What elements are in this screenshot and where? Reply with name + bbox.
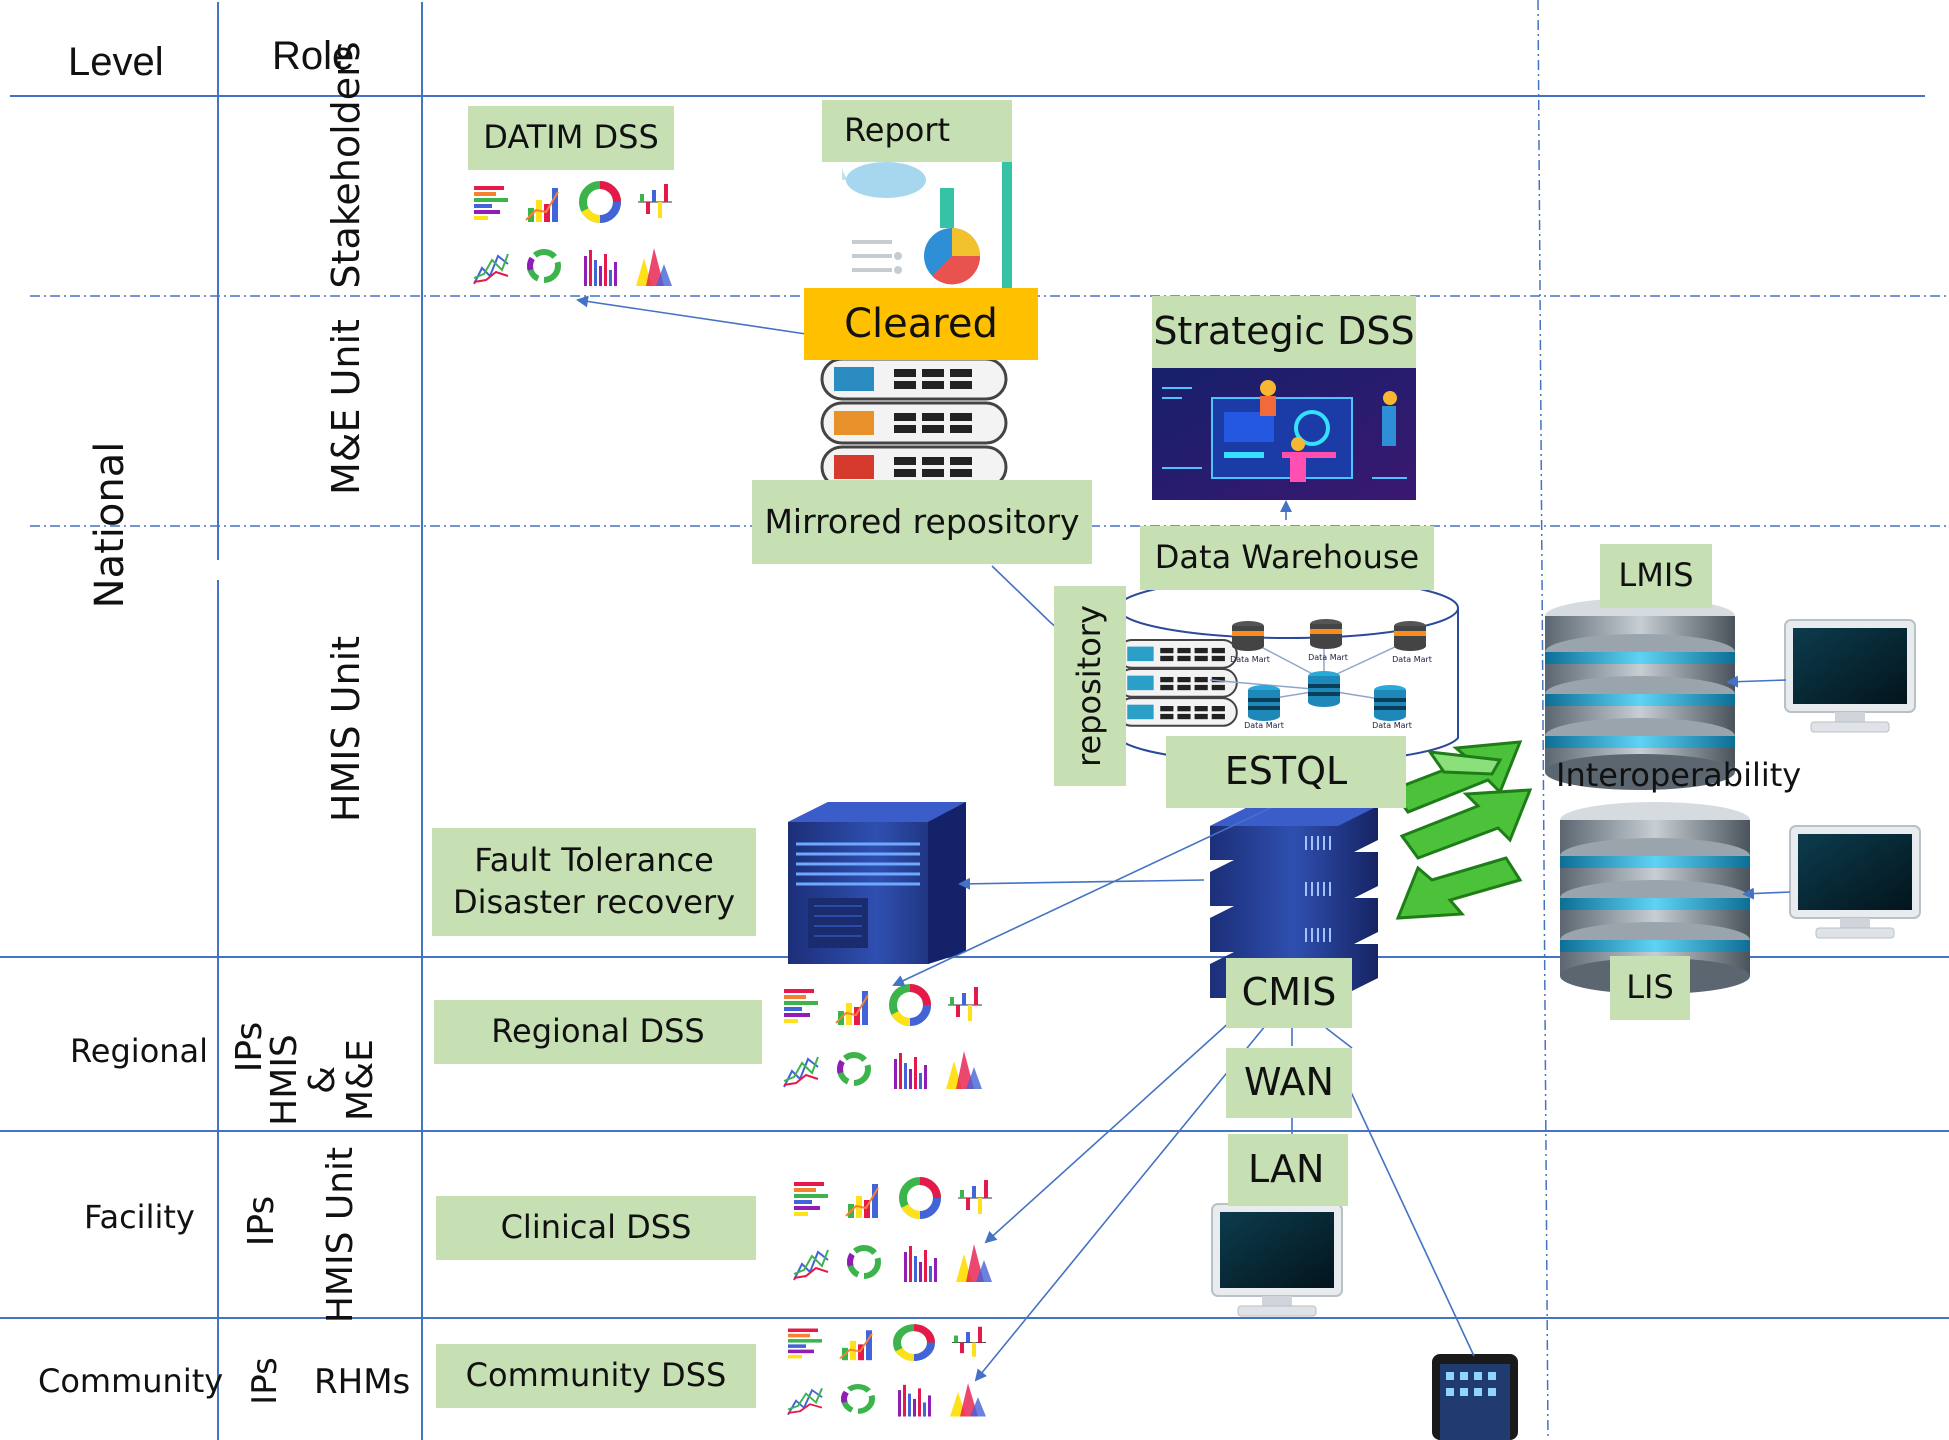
level-regional: Regional [70,1032,209,1070]
level-header: Level [68,40,164,84]
data-warehouse-label[interactable]: Data Warehouse [1140,526,1434,590]
arrow-cmis-to-clinical [984,1019,1233,1244]
dashed-lines [30,0,1949,1440]
cleared-database-icon [820,355,1008,495]
role-stakeholders: Stakeholders [324,41,368,289]
arrow-estql-to-regional [892,794,1299,987]
lmis-label[interactable]: LMIS [1600,544,1712,608]
role-hmis-unit: HMIS Unit [324,635,368,823]
data-mart-label: Data Mart [1230,655,1270,664]
fault-tolerance-line2: Disaster recovery [452,883,736,921]
level-national: National [87,441,133,609]
lan-monitor-icon [1211,1203,1343,1317]
data-mart-label: Data Mart [1308,653,1348,662]
data-mart-label: Data Mart [1372,721,1412,730]
line-cmis-to-tablet [1325,1027,1353,1049]
arrow-cleared-to-datim [576,295,807,335]
level-facility: Facility [84,1198,195,1236]
repository-label[interactable]: repository [1054,586,1126,786]
interop-col-line [1537,0,1549,1440]
clinical-dss-label[interactable]: Clinical DSS [436,1196,756,1260]
arrow-monitor-to-lmis [1726,675,1787,688]
tablet-icon [1432,1354,1518,1440]
role-rhms: RHMs [314,1362,411,1402]
community-dashboard-thumbnails-icon [786,1325,986,1417]
level-community: Community [38,1362,224,1400]
mirrored-repository-label[interactable]: Mirrored repository [752,480,1092,564]
role-me-unit: M&E Unit [324,319,368,495]
analytics-illustration-icon [1152,368,1416,500]
clinical-dashboard-thumbnails-icon [792,1178,992,1282]
role-header: Role [272,34,355,78]
role-ips-community: IPs [245,1357,285,1405]
datim-dashboard-thumbnails-icon [472,182,672,286]
role-hmis-me: HMIS & M&E [264,1005,381,1155]
fault-tolerance-line1: Fault Tolerance [474,841,714,880]
arrow-server-to-fault-tolerance [958,877,1205,890]
server-rack-icon [788,802,966,964]
lan-label[interactable]: LAN [1228,1134,1348,1206]
arrow-cmis-to-community [974,1019,1271,1382]
sync-arrows-icon [1389,740,1533,920]
warehouse-repository-icon [1117,639,1238,727]
strategic-dss-label[interactable]: Strategic DSS [1152,296,1416,368]
data-mart-label: Data Mart [1244,721,1284,730]
lis-label[interactable]: LIS [1610,956,1690,1020]
role-hmis-unit-facility: HMIS Unit [319,1146,361,1324]
community-dss-label[interactable]: Community DSS [436,1344,756,1408]
cmis-label[interactable]: CMIS [1226,958,1352,1028]
lmis-monitor-icon [1784,619,1916,733]
cleared-label[interactable]: Cleared [804,288,1038,360]
data-mart-label: Data Mart [1392,655,1432,664]
arrow-monitor-to-lis [1742,887,1791,900]
estql-label[interactable]: ESTQL [1166,736,1406,808]
line-mirrored-to-warehouse [991,565,1051,623]
regional-dashboard-thumbnails-icon [782,985,982,1089]
fault-tolerance-label[interactable]: Fault Tolerance Disaster recovery [432,828,756,936]
role-ips-facility: IPs [240,1195,282,1247]
report-dashboard-icon [822,160,1012,288]
datim-dss-label[interactable]: DATIM DSS [468,106,674,170]
interoperability-label: Interoperability [1556,756,1802,794]
report-label[interactable]: Report [822,100,1012,162]
regional-dss-label[interactable]: Regional DSS [434,1000,762,1064]
line-wan-to-tablet [1349,1089,1475,1357]
role-hmis-me-text: HMIS & M&E [264,1034,381,1126]
lis-monitor-icon [1789,825,1921,939]
wan-label[interactable]: WAN [1226,1048,1352,1118]
